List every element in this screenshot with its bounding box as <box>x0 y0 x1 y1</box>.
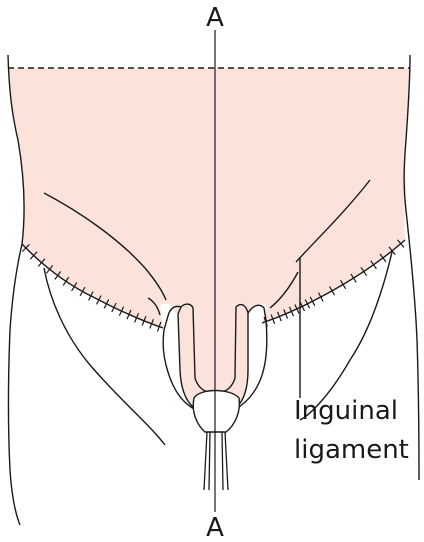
left-abdominal-fold <box>43 192 167 301</box>
right-inguinal-ligament <box>261 239 406 324</box>
suture-hatch <box>71 282 78 292</box>
annotation-label-line1: Inguinal <box>294 396 398 426</box>
suture-hatch <box>270 314 276 325</box>
suture-hatch <box>21 243 30 252</box>
suture-hatch <box>360 266 368 277</box>
suture-hatch <box>350 273 357 283</box>
suture-hatch <box>370 260 377 270</box>
glans-cap <box>192 389 241 433</box>
suture-hatch <box>388 246 396 256</box>
suture-hatch <box>283 309 289 319</box>
suture-hatch <box>95 295 102 305</box>
suture-hatch <box>329 286 336 296</box>
suture-hatch <box>277 311 282 322</box>
suture-hatch <box>309 296 316 307</box>
suture-hatch <box>103 299 110 309</box>
suture-hatch <box>304 299 311 309</box>
annotation-label-line2: ligament <box>294 435 409 465</box>
axis-label-top: A <box>206 3 224 33</box>
suture-hatch <box>397 239 405 248</box>
suture-hatch <box>134 312 140 323</box>
suture-hatch <box>141 315 147 326</box>
suture-hatch <box>29 251 38 260</box>
left-suture-marks <box>21 243 162 332</box>
right-abdominal-fold <box>295 179 371 263</box>
suture-hatch <box>126 309 132 320</box>
right-suture-marks <box>263 239 405 327</box>
suture-hatch <box>79 286 86 297</box>
suture-hatch <box>294 304 300 314</box>
suture-hatch <box>37 258 46 267</box>
left-flank-contour <box>7 54 25 526</box>
right-groin-line <box>269 271 299 309</box>
right-inner-contour <box>233 304 268 411</box>
right-flank-contour <box>403 54 420 481</box>
suture-hatch <box>149 318 154 329</box>
axis-label-bottom: A <box>206 513 224 542</box>
catheter-tube <box>203 431 229 491</box>
suture-hatch <box>299 301 306 312</box>
suture-hatch <box>379 253 387 263</box>
suture-hatch <box>317 292 324 302</box>
left-groin-line <box>147 297 161 316</box>
suture-hatch <box>339 279 347 290</box>
suture-hatch <box>46 265 54 274</box>
left-inner-contour <box>162 305 197 411</box>
suture-hatch <box>54 271 62 280</box>
suture-hatch <box>62 276 70 286</box>
suture-hatch <box>118 306 125 316</box>
left-thigh-line <box>43 267 166 446</box>
right-thigh-line <box>299 251 393 421</box>
shaded-abdomen-region <box>8 68 410 394</box>
suture-hatch <box>111 302 117 313</box>
suture-hatch <box>156 321 162 332</box>
suture-hatch <box>288 306 295 317</box>
suture-hatch <box>88 291 94 301</box>
